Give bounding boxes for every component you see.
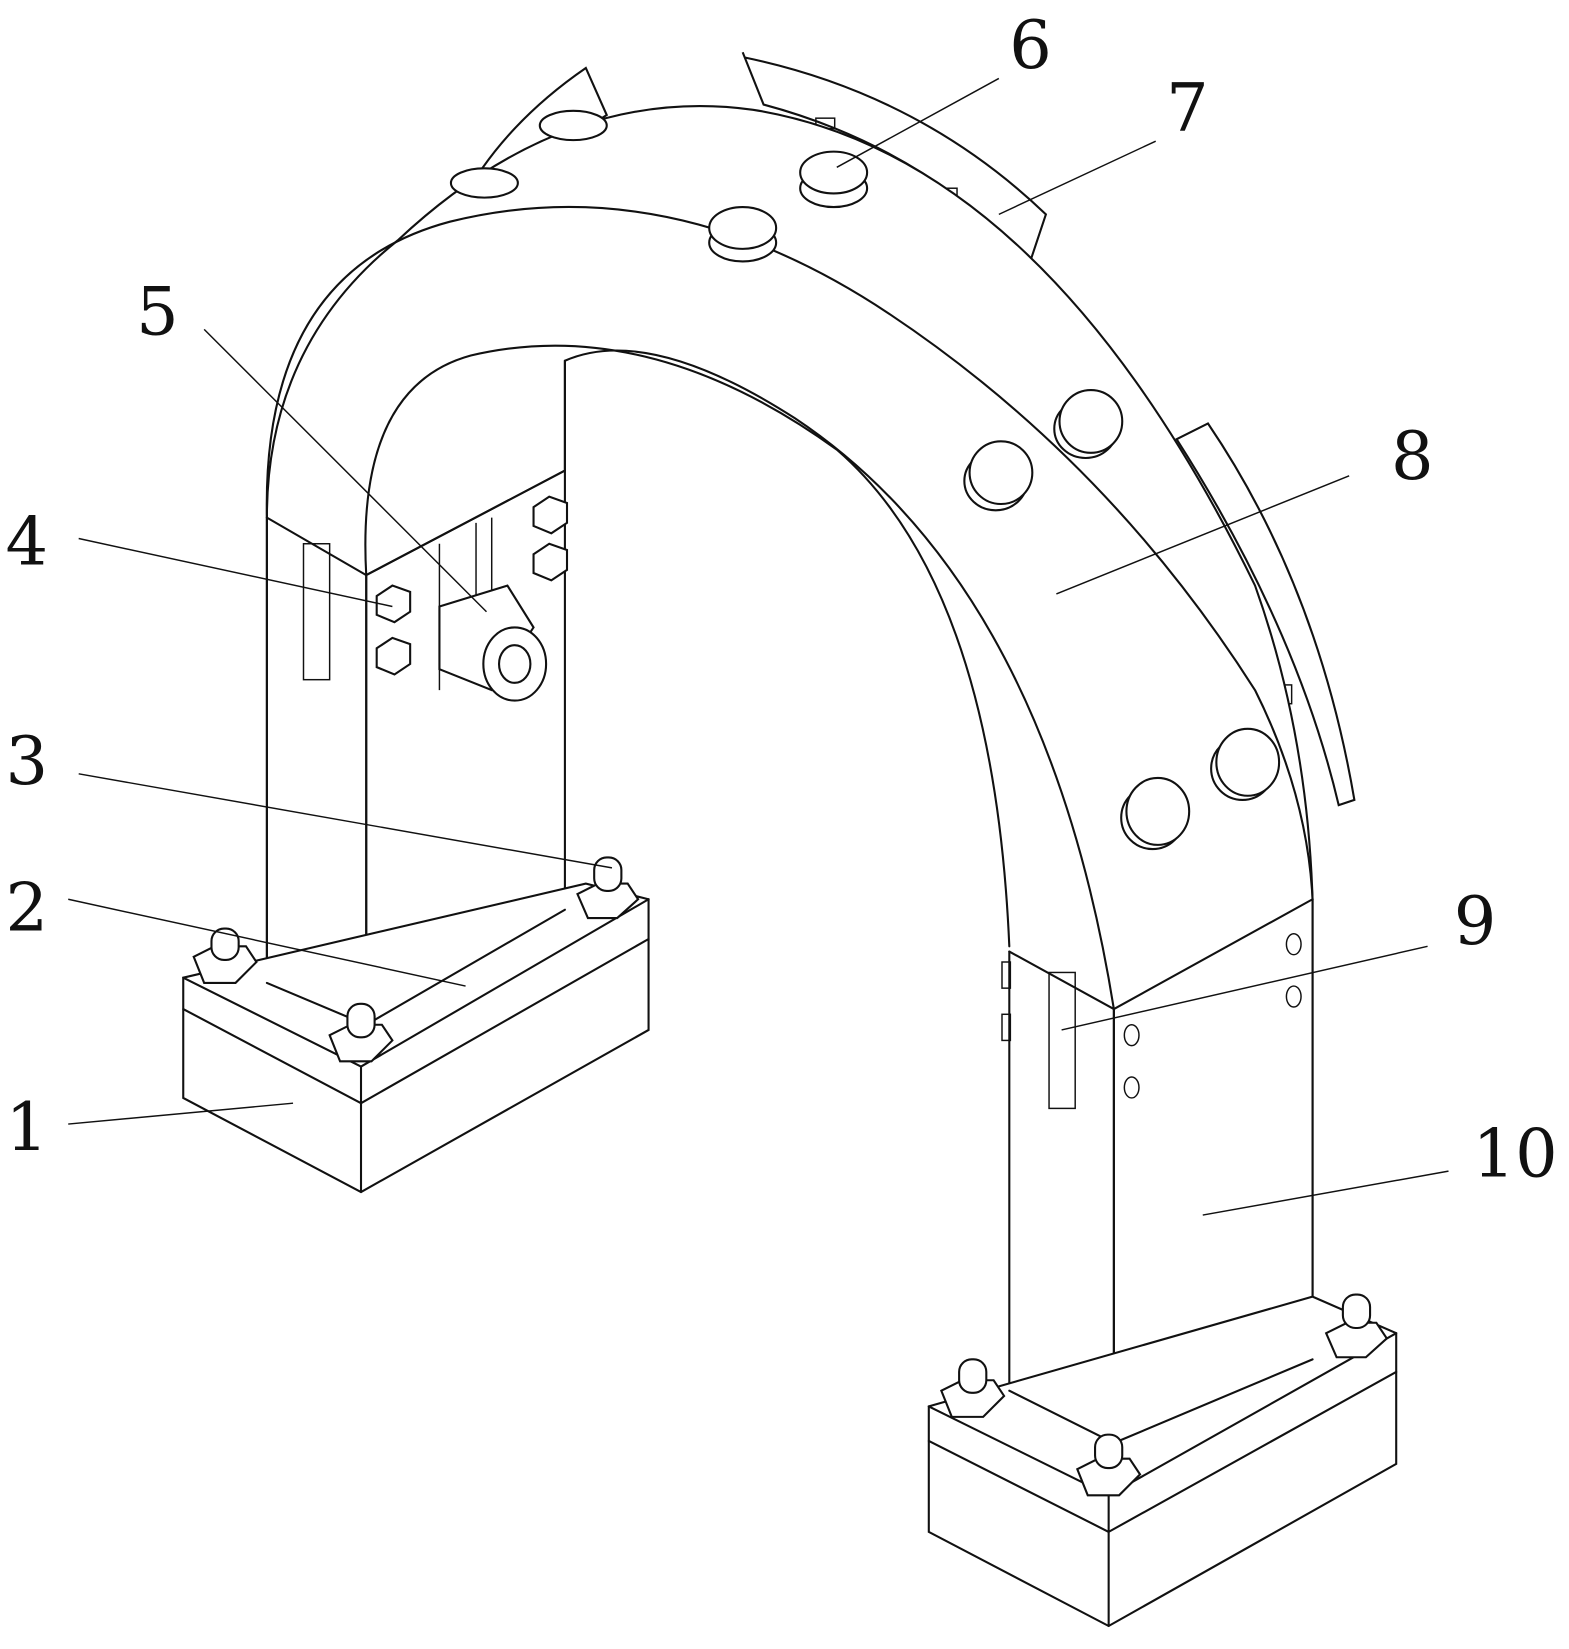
label-7: 7 [1166, 69, 1209, 147]
label-2: 2 [5, 869, 48, 947]
right-base [929, 1295, 1396, 1626]
arch-body-8 [267, 106, 1313, 1443]
left-base [183, 857, 648, 1192]
slot-9 [1049, 972, 1075, 1108]
label-3: 3 [5, 722, 48, 800]
label-10: 10 [1473, 1114, 1558, 1192]
label-6: 6 [1009, 6, 1052, 84]
pipe-fitting-5 [439, 586, 546, 701]
label-1: 1 [5, 1088, 48, 1166]
label-9: 9 [1454, 882, 1497, 960]
label-8: 8 [1391, 417, 1434, 495]
label-4: 4 [5, 503, 48, 581]
label-5: 5 [136, 273, 179, 351]
